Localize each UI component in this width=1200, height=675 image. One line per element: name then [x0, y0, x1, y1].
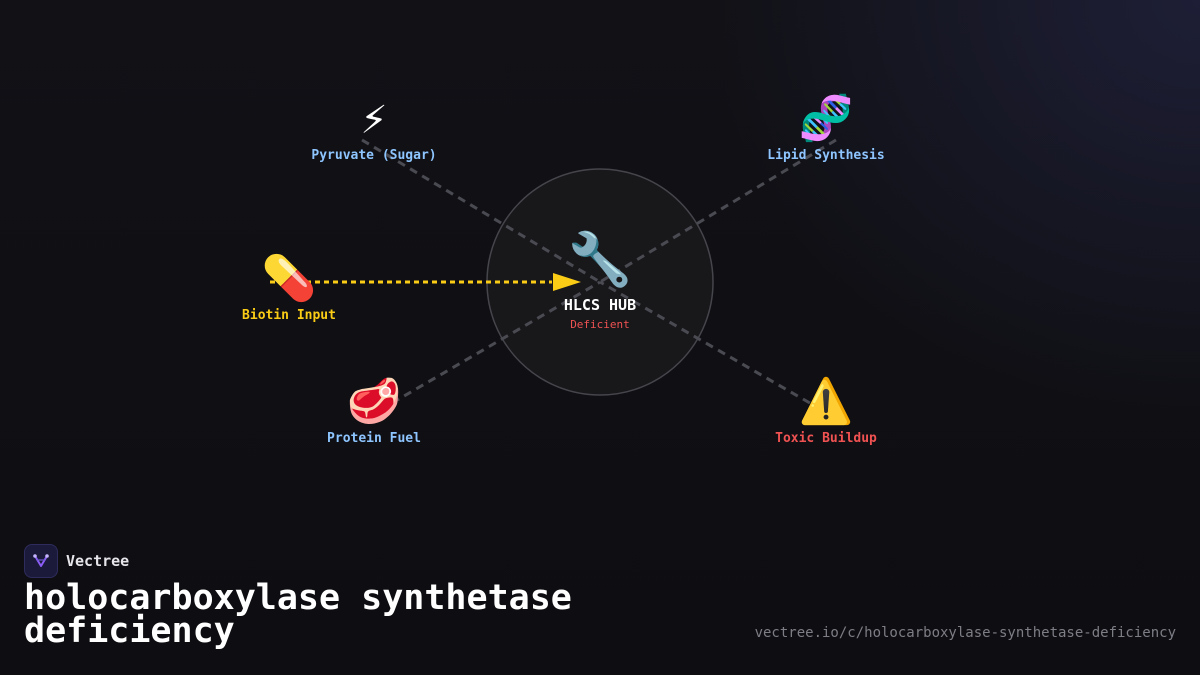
page-url[interactable]: vectree.io/c/holocarboxylase-synthetase-… [754, 625, 1176, 641]
node-label-toxic: Toxic Buildup [775, 431, 877, 446]
hlcs-hub: 🔧 HLCS HUB Deficient [564, 230, 636, 331]
node-label-biotin: Biotin Input [242, 308, 336, 323]
hub-title: HLCS HUB [563, 296, 637, 314]
node-label-protein: Protein Fuel [327, 431, 421, 446]
connector-toxic [599, 280, 823, 412]
vectree-logo-icon [24, 544, 58, 578]
page-title: holocarboxylase synthetase deficiency [24, 578, 572, 651]
node-toxic: ⚠️ Toxic Buildup [775, 376, 877, 447]
biotin-arrowhead [553, 273, 581, 291]
connector-protein [379, 280, 601, 412]
node-protein: 🥩 Protein Fuel [327, 376, 421, 447]
hub-status: Deficient [570, 318, 630, 331]
connector-lipid [599, 138, 837, 284]
pill-icon: 💊 [261, 253, 317, 304]
node-pyruvate: ⚡ Pyruvate (Sugar) [311, 93, 437, 164]
dna-icon: 🧬 [798, 93, 854, 144]
brand[interactable]: Vectree [24, 544, 129, 578]
meat-icon: 🥩 [346, 376, 402, 427]
brand-name: Vectree [66, 552, 130, 570]
node-biotin: 💊 Biotin Input [242, 253, 336, 324]
lightning-icon: ⚡ [360, 93, 388, 144]
node-label-pyruvate: Pyruvate (Sugar) [311, 148, 437, 163]
node-label-lipid: Lipid Synthesis [767, 148, 885, 163]
connector-pyruvate [361, 138, 601, 284]
warning-icon: ⚠️ [798, 376, 854, 427]
node-lipid: 🧬 Lipid Synthesis [767, 93, 885, 164]
wrench-icon: 🔧 [567, 230, 633, 290]
